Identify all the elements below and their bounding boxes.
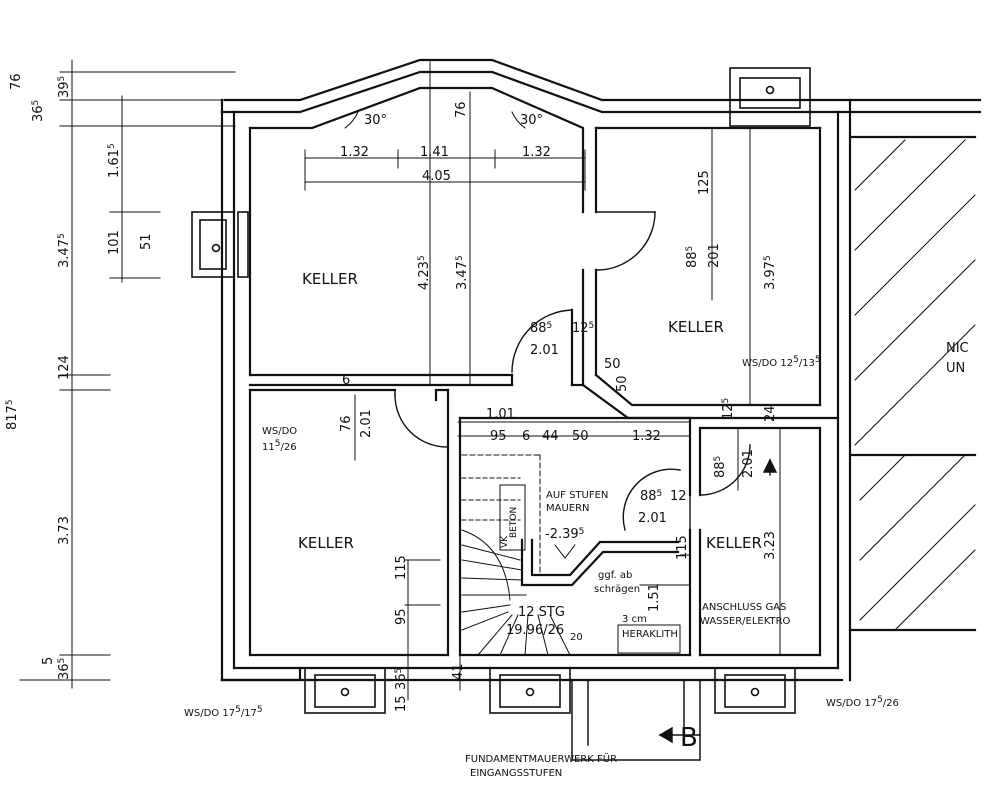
dim-top-132b: 1.32: [522, 145, 551, 160]
note-ws-bottom-left: WS/DO 175/175: [184, 705, 263, 719]
light-wells: [191, 67, 811, 714]
stair-room-walls: [458, 416, 692, 657]
dim-left-5: 5: [41, 657, 56, 665]
dim-st-3cm: 3 cm: [622, 614, 647, 625]
dim-st-132: 1.32: [632, 429, 661, 444]
dim-left-161: 1.615: [107, 143, 122, 178]
dim-bl-76: 76: [339, 415, 354, 432]
dim-top-76: 76: [454, 101, 469, 118]
dim-tl-347: 3.475: [455, 255, 470, 290]
neighbour-hatching: [854, 139, 976, 631]
note-beton: BETON: [509, 507, 519, 538]
room-top-left-walls: [248, 86, 585, 387]
note-stg: 12 STG: [518, 605, 565, 620]
dim-br-885: 885: [713, 456, 728, 478]
dim-tr-201: 201: [707, 243, 722, 268]
dim-st-50: 50: [572, 429, 589, 444]
dim-br-201: 2.01: [741, 449, 756, 478]
stair-treads: [461, 454, 681, 656]
dim-left-101: 101: [107, 230, 122, 255]
dimension-lines: [19, 59, 781, 701]
dim-door-885: 885: [530, 321, 552, 336]
dim-left-36: 365: [31, 100, 46, 122]
room-label-top-left: KELLER: [302, 270, 358, 288]
room-bottom-left-walls: [248, 388, 450, 657]
dim-st-101: 1.01: [486, 407, 515, 422]
note-ws-left-value: 115/26: [262, 439, 297, 453]
dim-st-6: 6: [522, 429, 530, 444]
dim-st-151: 1.51: [647, 583, 662, 612]
door-arcs: [394, 211, 751, 531]
dim-angle-left: 30°: [364, 113, 387, 128]
dim-left-817: 8175: [5, 399, 20, 430]
dim-br-125: 125: [721, 398, 736, 420]
note-ws-bottom-right: WS/DO 175/26: [826, 695, 899, 709]
dim-br-323: 3.23: [763, 531, 778, 560]
dim-st-115: 115: [675, 535, 690, 560]
note-ws-left: WS/DO: [262, 426, 297, 437]
dim-tr-50a: 50: [604, 357, 621, 372]
entry-steps: [571, 679, 701, 761]
note-wasser: WASSER/ELEKTRO: [700, 616, 791, 627]
note-mauern: MAUERN: [546, 503, 590, 514]
note-stg-ratio: 19.96/26: [506, 623, 564, 638]
dim-tr-885: 885: [685, 246, 700, 268]
note-anschluss: ANSCHLUSS GAS: [702, 602, 786, 613]
note-un: UN: [946, 361, 965, 376]
note-fundament-2: EINGANGSSTUFEN: [470, 768, 562, 779]
angle-arcs: [344, 111, 526, 129]
section-label: B: [680, 723, 698, 753]
note-auf-stufen: AUF STUFEN: [546, 490, 608, 501]
note-ws-right: WS/DO 125/135: [742, 355, 821, 369]
dim-left-395: 395: [57, 76, 72, 98]
dim-st-44: 44: [542, 429, 559, 444]
dim-left-365: 365: [57, 658, 72, 680]
dim-left-373: 3.73: [57, 516, 72, 545]
dim-bl-365: 365: [394, 668, 409, 690]
dim-left-124: 124: [57, 355, 72, 380]
room-label-bottom-left: KELLER: [298, 534, 354, 552]
dim-door-201: 2.01: [530, 343, 559, 358]
note-ggf-ab: ggf. ab: [598, 570, 632, 581]
dim-st-885: 885: [640, 489, 662, 504]
room-label-bottom-right: KELLER: [706, 534, 762, 552]
room-label-top-right: KELLER: [668, 318, 724, 336]
dim-angle-right: 30°: [520, 113, 543, 128]
dim-br-24: 24: [763, 405, 778, 422]
dim-tr-125: 125: [697, 170, 712, 195]
dim-top-405: 4.05: [422, 169, 451, 184]
dim-bl-6: 6: [342, 373, 350, 388]
dim-tl-423: 4.235: [417, 255, 432, 290]
section-marker: [658, 458, 778, 744]
note-heraklith: HERAKLITH: [622, 629, 678, 640]
dim-st-239: -2.395: [545, 527, 584, 542]
note-schraegen: schrägen: [594, 584, 640, 595]
dim-st-95: 95: [490, 429, 507, 444]
dim-st-20: 20: [570, 632, 583, 643]
dim-left-76: 76: [9, 73, 24, 90]
dim-tr-50b: 50: [615, 375, 630, 392]
dim-bl-201: 2.01: [359, 409, 374, 438]
dim-st-41: 41: [451, 663, 466, 680]
dim-tr-3975: 3.975: [763, 255, 778, 290]
dim-left-51: 51: [139, 233, 154, 250]
dim-top-141: 1.41: [420, 145, 449, 160]
note-nic: NIC: [946, 341, 969, 356]
dim-bl-115: 115: [394, 555, 409, 580]
dim-st-125: 12: [670, 489, 687, 504]
note-fundament-1: FUNDAMENTMAUERWERK FÜR: [465, 752, 617, 765]
dim-bl-95: 95: [394, 608, 409, 625]
dim-st-201: 2.01: [638, 511, 667, 526]
dim-bl-15: 15: [394, 695, 409, 712]
dim-door-125: 125: [572, 321, 594, 336]
dim-top-132a: 1.32: [340, 145, 369, 160]
dim-left-347: 3.475: [57, 233, 72, 268]
note-vk: VK: [500, 535, 510, 548]
room-bottom-right-walls: [698, 426, 822, 657]
